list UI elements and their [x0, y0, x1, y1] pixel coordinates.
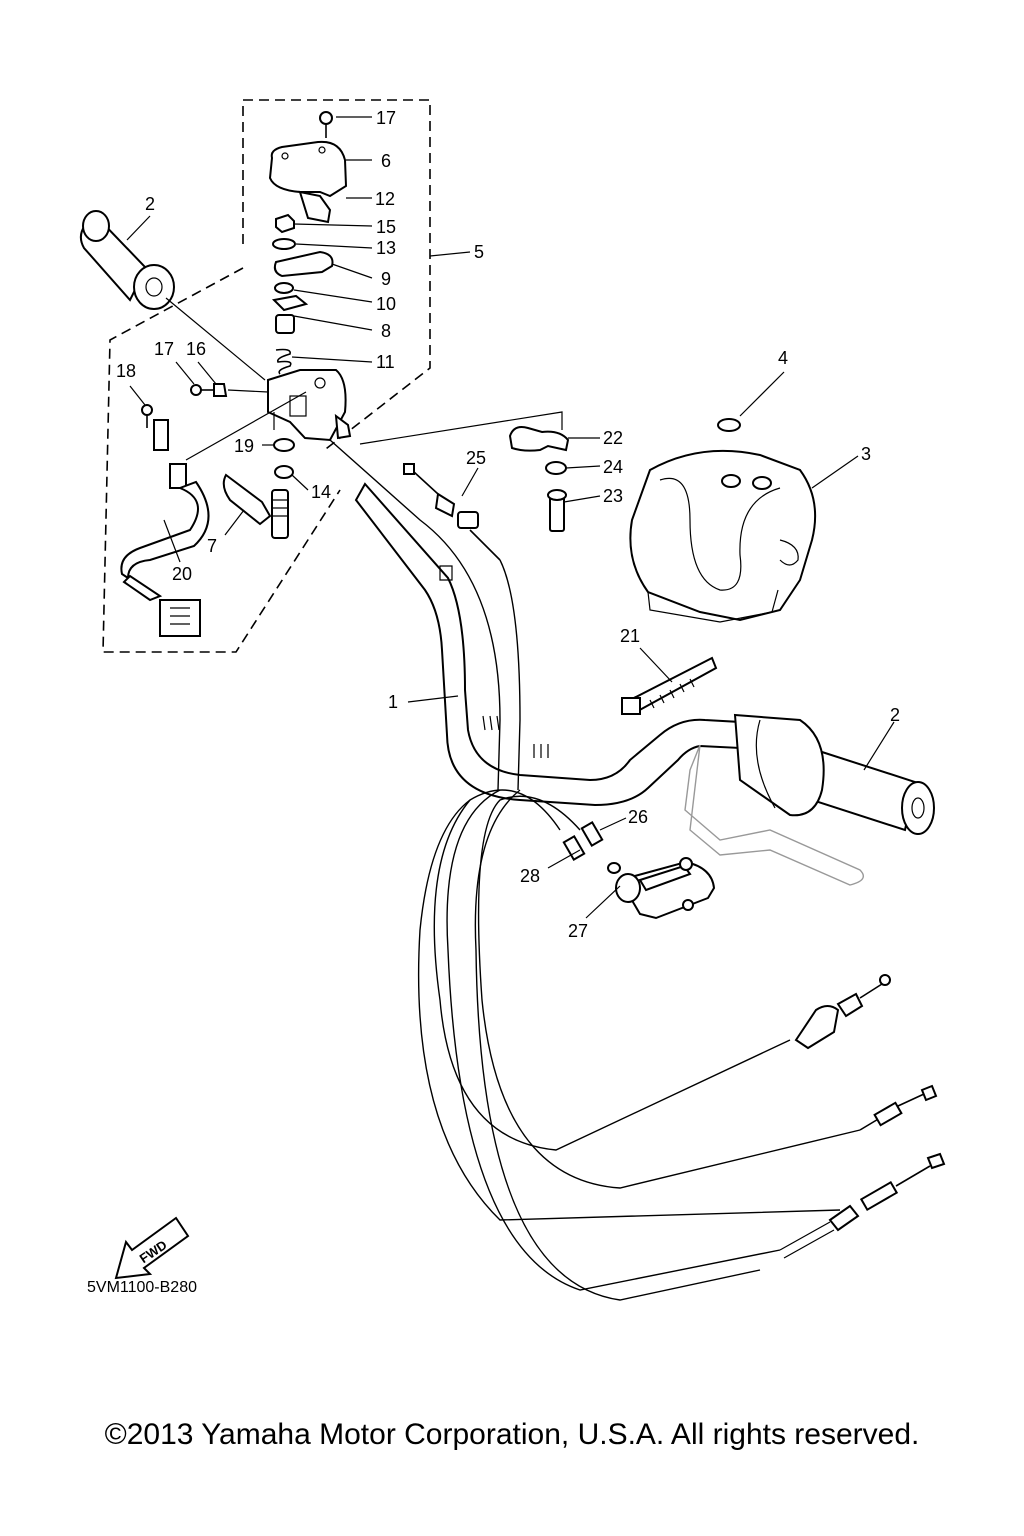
callout-3: 3 [861, 444, 871, 464]
callout-9: 9 [381, 269, 391, 289]
callout-6: 6 [381, 151, 391, 171]
callout-15: 15 [376, 217, 396, 237]
callout-14: 14 [311, 482, 331, 502]
callout-25: 25 [466, 448, 486, 468]
callout-11: 11 [376, 352, 395, 372]
throttle-parts-stack [141, 111, 352, 539]
left-grip [80, 210, 175, 310]
callout-27: 27 [568, 921, 588, 941]
control-cables [329, 439, 946, 1301]
callout-7: 7 [207, 536, 217, 556]
diagram-code: 5VM1100-B280 [87, 1279, 197, 1296]
fwd-arrow: FWD [114, 1216, 190, 1280]
cable-tie [621, 656, 718, 715]
callout-21: 21 [620, 626, 640, 646]
callout-23: 23 [603, 486, 623, 506]
callout-5: 5 [474, 242, 484, 262]
callout-1: 1 [388, 692, 398, 712]
callout-28: 28 [520, 866, 540, 886]
cap [717, 418, 741, 432]
callout-26: 26 [628, 807, 648, 827]
brake-switch [562, 820, 716, 920]
callout-18: 18 [116, 361, 136, 381]
copyright-notice: ©2013 Yamaha Motor Corporation, U.S.A. A… [104, 1418, 920, 1451]
clamp-assembly [508, 426, 570, 532]
throttle-cable-adjuster [403, 463, 501, 561]
wire-harness [120, 419, 210, 637]
callout-17-top: 17 [376, 108, 396, 128]
callout-22: 22 [603, 428, 623, 448]
callouts: 17 6 12 15 13 5 9 10 8 11 2 17 16 18 19 … [116, 108, 900, 941]
callout-16: 16 [186, 339, 206, 359]
callout-20: 20 [172, 564, 192, 584]
callout-4: 4 [778, 348, 788, 368]
callout-17-left: 17 [154, 339, 174, 359]
callout-8: 8 [381, 321, 391, 341]
switch-housing [629, 449, 817, 623]
right-grip [810, 750, 935, 835]
callout-24: 24 [603, 457, 623, 477]
leader-lines [126, 116, 895, 919]
callout-10: 10 [376, 294, 396, 314]
callout-2-right: 2 [890, 705, 900, 725]
switch-assembly-outline [102, 99, 431, 653]
callout-2-left: 2 [145, 194, 155, 214]
callout-19: 19 [234, 436, 254, 456]
right-lever [684, 713, 864, 886]
callout-12: 12 [375, 189, 395, 209]
callout-13: 13 [376, 238, 396, 258]
